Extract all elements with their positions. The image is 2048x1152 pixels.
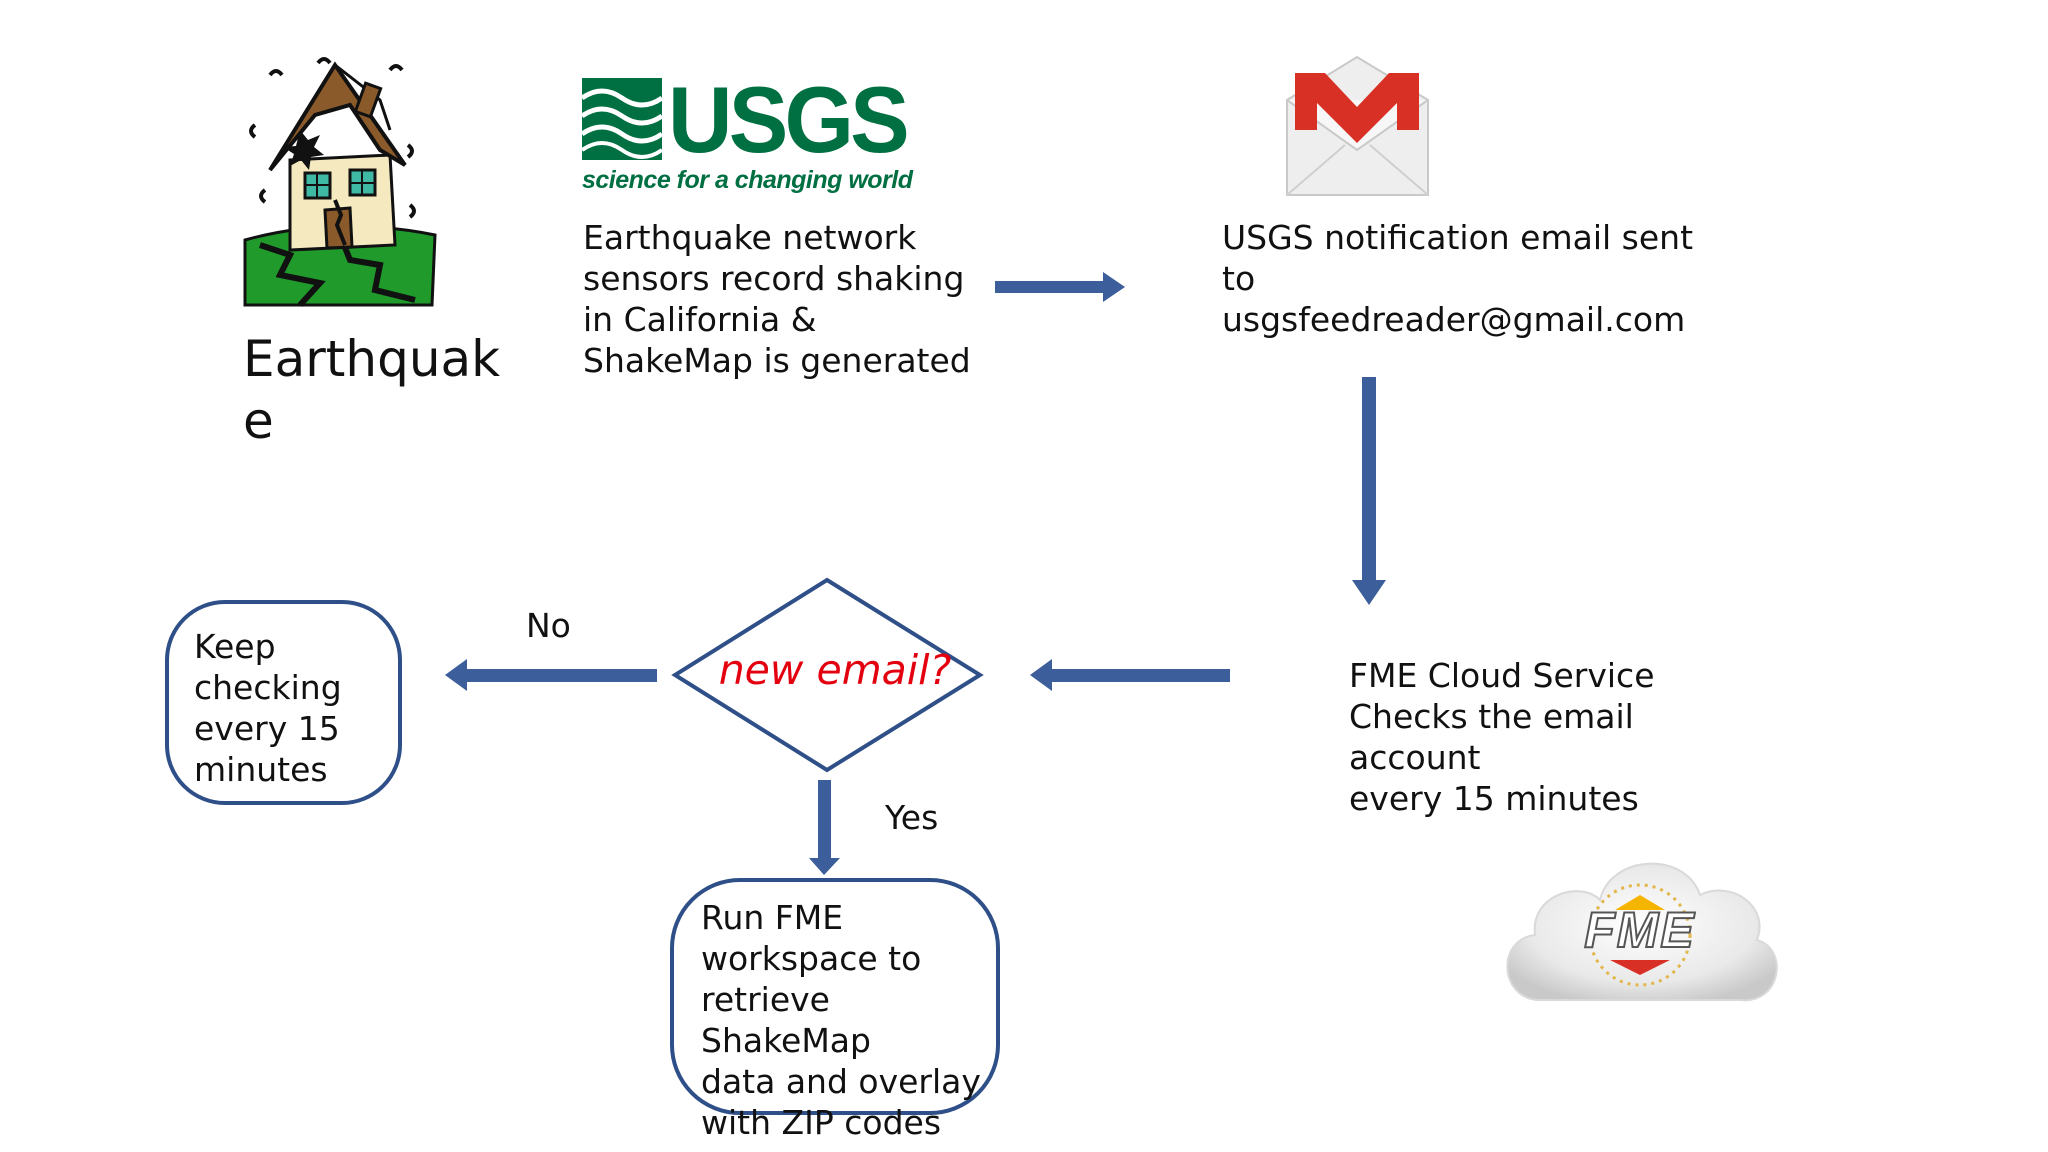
decision-diamond: new email? xyxy=(670,575,985,775)
arrow-decision-to-keep-checking xyxy=(445,659,657,691)
arrow-usgs-to-email xyxy=(995,272,1125,302)
decision-text: new email? xyxy=(718,646,952,694)
yes-label: Yes xyxy=(885,798,939,837)
run-fme-text: Run FME workspace to retrieve ShakeMap d… xyxy=(701,898,981,1142)
earthquake-house-icon xyxy=(240,55,440,310)
arrow-decision-to-run-fme xyxy=(809,780,840,875)
arrow-email-to-fme xyxy=(1352,377,1386,605)
keep-checking-text: Keep checking every 15 minutes xyxy=(194,627,342,789)
fme-cloud-description: FME Cloud Service Checks the email accou… xyxy=(1349,656,1655,818)
run-fme-box: Run FME workspace to retrieve ShakeMap d… xyxy=(670,878,1000,1142)
earthquake-label: Earthquak e xyxy=(243,330,501,450)
usgs-logo: USGS science for a changing world xyxy=(580,70,913,198)
fme-logo-text: FME xyxy=(1583,901,1696,959)
usgs-logo-text: USGS xyxy=(668,67,910,172)
usgs-description: Earthquake network sensors record shakin… xyxy=(583,218,971,380)
usgs-tagline: science for a changing world xyxy=(582,166,913,194)
keep-checking-box: Keep checking every 15 minutes xyxy=(165,600,402,805)
gmail-envelope-icon xyxy=(1285,55,1430,200)
fme-cloud-icon: FME xyxy=(1495,840,1785,1015)
no-label: No xyxy=(526,606,571,645)
email-description: USGS notification email sent to usgsfeed… xyxy=(1222,218,1694,339)
arrow-fme-to-decision xyxy=(1030,659,1230,691)
